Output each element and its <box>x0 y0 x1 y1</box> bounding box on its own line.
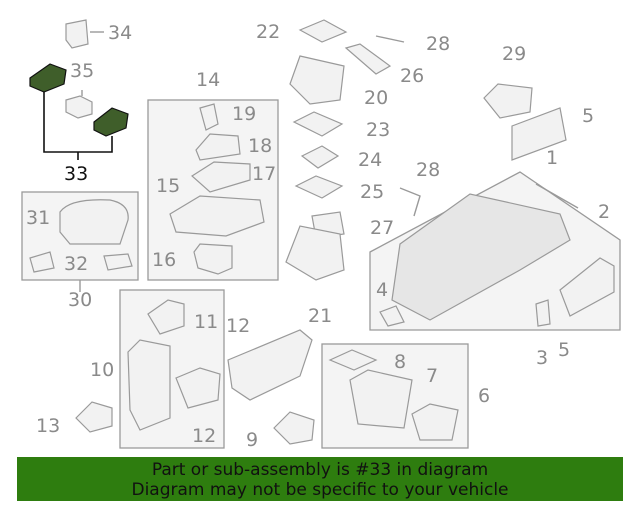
callout-13: 13 <box>36 415 60 437</box>
part-32-bracket[interactable] <box>103 253 133 271</box>
callout-18: 18 <box>248 135 272 157</box>
callout-14: 14 <box>196 69 220 91</box>
part-5-panel-side[interactable] <box>559 257 615 317</box>
callout-31: 31 <box>26 207 50 229</box>
callout-15: 15 <box>156 175 180 197</box>
callout-7: 7 <box>426 365 438 387</box>
part-9-bracket[interactable] <box>273 411 315 445</box>
part-13-socket[interactable] <box>75 401 113 433</box>
callout-19: 19 <box>232 103 256 125</box>
part-25-cover[interactable] <box>294 175 344 199</box>
part-28-wire-mid[interactable] <box>399 187 421 217</box>
part-12-module[interactable] <box>175 367 221 409</box>
part-3-clip[interactable] <box>535 299 551 327</box>
callout-12-top: 12 <box>226 315 250 337</box>
callout-11: 11 <box>194 311 218 333</box>
part-4-clip[interactable] <box>379 305 405 327</box>
part-6-bin[interactable] <box>349 369 413 429</box>
part-18-boot[interactable] <box>195 133 241 161</box>
part-34-cap[interactable] <box>65 19 104 49</box>
callout-33: 33 <box>64 163 88 185</box>
info-banner: Part or sub-assembly is #33 in diagram D… <box>17 457 623 501</box>
part-armrest[interactable] <box>59 199 129 245</box>
callout-1: 1 <box>546 147 558 169</box>
callout-6: 6 <box>478 385 490 407</box>
part-11-vent[interactable] <box>147 299 185 335</box>
banner-line-2: Diagram may not be specific to your vehi… <box>131 480 509 500</box>
callout-22: 22 <box>256 21 280 43</box>
part-33-highlighted[interactable] <box>29 63 129 137</box>
callout-32: 32 <box>64 253 88 275</box>
callout-12-bottom: 12 <box>192 425 216 447</box>
callout-9: 9 <box>246 429 258 451</box>
callout-26: 26 <box>400 65 424 87</box>
part-26[interactable] <box>344 43 392 75</box>
callout-5-bottom: 5 <box>558 339 570 361</box>
callout-2: 2 <box>598 201 610 223</box>
part-35-bezel[interactable] <box>65 90 93 119</box>
callout-4: 4 <box>376 279 388 301</box>
part-17-panel[interactable] <box>191 161 251 193</box>
part-24-mat[interactable] <box>300 145 340 169</box>
part-28-wire-top[interactable] <box>375 35 405 43</box>
part-2-strip[interactable] <box>535 183 579 209</box>
callout-16: 16 <box>152 249 176 271</box>
callout-24: 24 <box>358 149 382 171</box>
callout-21: 21 <box>308 305 332 327</box>
callout-3: 3 <box>536 347 548 369</box>
callout-34: 34 <box>108 22 132 44</box>
callout-10: 10 <box>90 359 114 381</box>
part-21-bin[interactable] <box>285 225 345 281</box>
part-5-panel-top[interactable] <box>511 107 567 161</box>
callout-30: 30 <box>68 289 92 311</box>
part-15-bezel[interactable] <box>169 195 265 237</box>
part-19-knob[interactable] <box>199 103 219 131</box>
part-1-console[interactable] <box>391 193 571 321</box>
callout-29: 29 <box>502 43 526 65</box>
bracket-33 <box>43 92 113 160</box>
callout-5-top: 5 <box>582 105 594 127</box>
callout-8: 8 <box>394 351 406 373</box>
part-23-mat[interactable] <box>292 111 344 137</box>
part-16-cupholder[interactable] <box>193 243 233 275</box>
part-31-hinge[interactable] <box>29 251 55 273</box>
callout-28-mid: 28 <box>416 159 440 181</box>
callout-20: 20 <box>364 87 388 109</box>
banner-line-1: Part or sub-assembly is #33 in diagram <box>151 460 489 480</box>
part-10-panel[interactable] <box>127 339 171 431</box>
part-22-mat[interactable] <box>298 19 348 43</box>
part-20-tray[interactable] <box>289 55 345 105</box>
callout-27: 27 <box>370 217 394 239</box>
callout-35: 35 <box>70 60 94 82</box>
part-7-tray[interactable] <box>411 403 459 441</box>
part-29-switch[interactable] <box>483 83 533 119</box>
callout-17: 17 <box>252 163 276 185</box>
callout-23: 23 <box>366 119 390 141</box>
part-8-mat[interactable] <box>328 349 378 371</box>
callout-25: 25 <box>360 181 384 203</box>
part-12-duct[interactable] <box>227 329 313 401</box>
callout-28-top: 28 <box>426 33 450 55</box>
